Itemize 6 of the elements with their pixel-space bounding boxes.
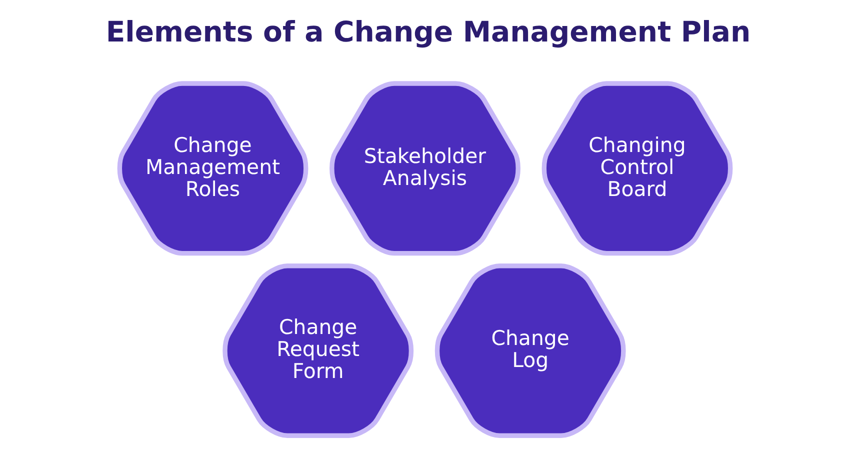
diagram-title: Elements of a Change Management Plan — [106, 16, 751, 49]
node-circle: Changing Control Board — [542, 81, 733, 256]
node-circle: Change Management Roles — [117, 81, 308, 256]
node-circle: Stakeholder Analysis — [330, 81, 520, 256]
node-circle: Change Request Form — [222, 264, 414, 438]
node-circle: Change Log — [434, 264, 626, 438]
